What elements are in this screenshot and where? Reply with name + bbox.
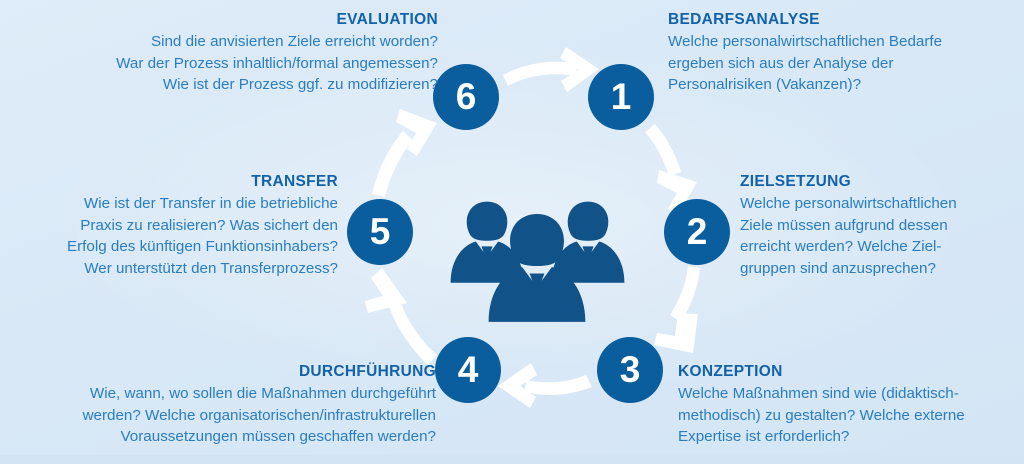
step-body-line: Welche personalwirtschaftlichen [740, 195, 957, 212]
step-text-bedarfsanalyse: BEDARFSANALYSE Welche personalwirtschaft… [668, 10, 1013, 96]
step-text-evaluation: EVALUATION Sind die anvisierten Ziele er… [18, 10, 438, 96]
step-title-durchfuehrung: DURCHFÜHRUNG [298, 363, 436, 380]
step-body-line: Personalrisiken (Vakanzen)? [668, 76, 862, 93]
step-text-transfer: TRANSFER Wie ist der Transfer in die bet… [16, 172, 338, 279]
step-body-line: Wer unterstützt den Transferprozess? [84, 259, 338, 277]
arrow-5-to-6 [372, 109, 437, 197]
step-circle-6[interactable] [433, 64, 499, 130]
arrow-3-to-4 [498, 363, 592, 408]
step-body-line: erreicht werden? Welche Ziel- [740, 238, 942, 255]
step-body-durchfuehrung: Wie, wann, wo sollen die Maßnahmen durch… [8, 383, 436, 448]
arrow-2-to-3 [654, 266, 700, 353]
step-title-transfer: TRANSFER [251, 173, 338, 190]
arrow-1-to-2 [645, 124, 697, 216]
step-body-line: Ziele müssen aufgrund dessen [740, 216, 948, 234]
step-body-line: ergeben sich aus der Analyse der [668, 54, 894, 72]
step-circles [347, 64, 730, 403]
arrow-4-to-5 [365, 268, 437, 365]
step-circle-4[interactable] [435, 337, 501, 403]
step-body-line: Sind die anvisierten Ziele erreicht word… [150, 33, 438, 50]
step-body-line: Welche personalwirtschaftlichen Bedarfe [668, 33, 943, 50]
step-title-bedarfsanalyse: BEDARFSANALYSE [668, 11, 820, 28]
step-text-zielsetzung: ZIELSETZUNG Welche personalwirtschaftlic… [740, 172, 1018, 279]
step-body-line: werden? Welche organisatorischen/infrast… [82, 406, 436, 424]
step-body-evaluation: Sind die anvisierten Ziele erreicht word… [18, 31, 438, 96]
step-circle-2[interactable] [664, 199, 730, 265]
bottom-color-band [0, 455, 1024, 464]
step-text-durchfuehrung: DURCHFÜHRUNG Wie, wann, wo sollen die Ma… [8, 362, 436, 448]
step-body-konzeption: Welche Maßnahmen sind wie (didaktisch- m… [678, 383, 1018, 448]
step-circle-1[interactable] [588, 64, 654, 130]
cycle-arrows [365, 47, 700, 408]
step-body-bedarfsanalyse: Welche personalwirtschaftlichen Bedarfe … [668, 31, 1013, 96]
step-title-zielsetzung: ZIELSETZUNG [740, 173, 851, 190]
step-circle-5[interactable] [347, 199, 413, 265]
step-body-line: War der Prozess inhaltlich/formal angeme… [116, 54, 438, 72]
step-circle-3[interactable] [597, 337, 663, 403]
step-body-transfer: Wie ist der Transfer in die betriebliche… [16, 193, 338, 279]
people-group-icon [450, 201, 625, 322]
step-body-line: Voraussetzungen müssen geschaffen werden… [120, 428, 437, 445]
step-body-line: Praxis zu realisieren? Was sichert den [80, 216, 338, 234]
step-body-line: gruppen sind anzusprechen? [740, 259, 936, 277]
step-title-evaluation: EVALUATION [336, 11, 438, 28]
step-body-line: Wie ist der Transfer in die betriebliche [83, 195, 338, 212]
step-body-line: Wie ist der Prozess ggf. zu modifizieren… [162, 76, 438, 93]
arrow-6-to-1 [503, 47, 599, 92]
step-body-line: Wie, wann, wo sollen die Maßnahmen durch… [89, 385, 436, 402]
step-body-line: Erfolg des künftigen Funktionsinhabers? [66, 238, 338, 255]
step-body-zielsetzung: Welche personalwirtschaftlichen Ziele mü… [740, 193, 1018, 279]
step-body-line: methodisch) zu gestalten? Welche externe [678, 406, 965, 424]
step-text-konzeption: KONZEPTION Welche Maßnahmen sind wie (di… [678, 362, 1018, 448]
step-body-line: Welche Maßnahmen sind wie (didaktisch- [678, 385, 959, 402]
step-title-konzeption: KONZEPTION [678, 363, 783, 380]
step-body-line: Expertise ist erforderlich? [678, 428, 850, 445]
